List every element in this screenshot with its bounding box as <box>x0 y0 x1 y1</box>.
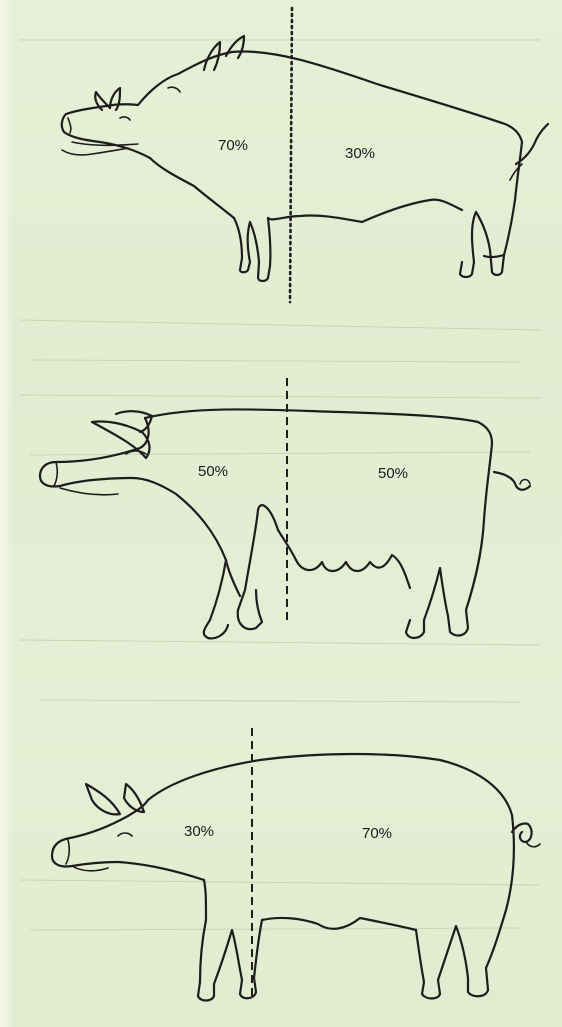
pig-outline-2 <box>40 409 530 638</box>
pig-outline-1 <box>62 36 548 281</box>
pig-figure-2: 50% 50% <box>40 378 530 638</box>
pig-figure-3: 30% 70% <box>52 728 540 1001</box>
pig-outline-3 <box>52 754 540 1001</box>
rear-percentage-3: 70% <box>362 825 392 842</box>
front-percentage-2: 50% <box>198 463 228 480</box>
rear-percentage-1: 30% <box>345 145 375 162</box>
divider-line-1 <box>290 8 292 302</box>
rear-percentage-2: 50% <box>378 465 408 482</box>
front-percentage-1: 70% <box>218 137 248 154</box>
front-percentage-3: 30% <box>184 823 214 840</box>
paper-texture <box>20 40 540 930</box>
pig-figure-1: 70% 30% <box>62 8 548 302</box>
